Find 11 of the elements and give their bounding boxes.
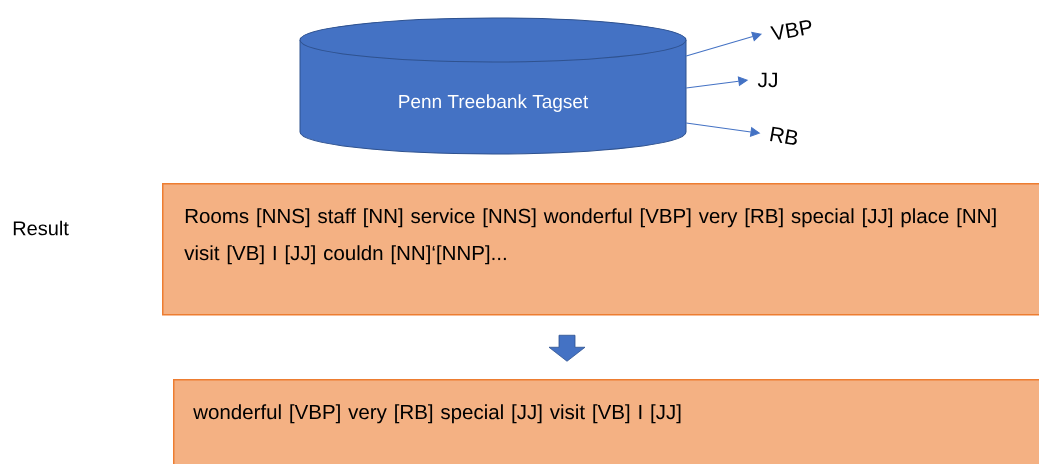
- tag-label: JJ: [757, 72, 777, 88]
- tag-label: RB: [770, 126, 798, 145]
- block-arrow: [548, 334, 586, 362]
- text-box: wonderful [VBP] very [RB] special [JJ] visit [VB] I [JJ]: [173, 379, 1039, 464]
- row-label: Result: [13, 220, 69, 236]
- arrow: [685, 122, 760, 137]
- arrow: [685, 76, 748, 89]
- text-box: Rooms [NNS] staff [NN] service [NNS] wonderful [VBP] very [RB] special [JJ] place [NN] visit [VB] I [JJ] couldn [NN]‘[NNP]...: [162, 183, 1039, 316]
- database-cylinder: Penn Treebank Tagset: [299, 17, 687, 155]
- arrow: [685, 31, 762, 57]
- tag-label: VBP: [770, 20, 812, 40]
